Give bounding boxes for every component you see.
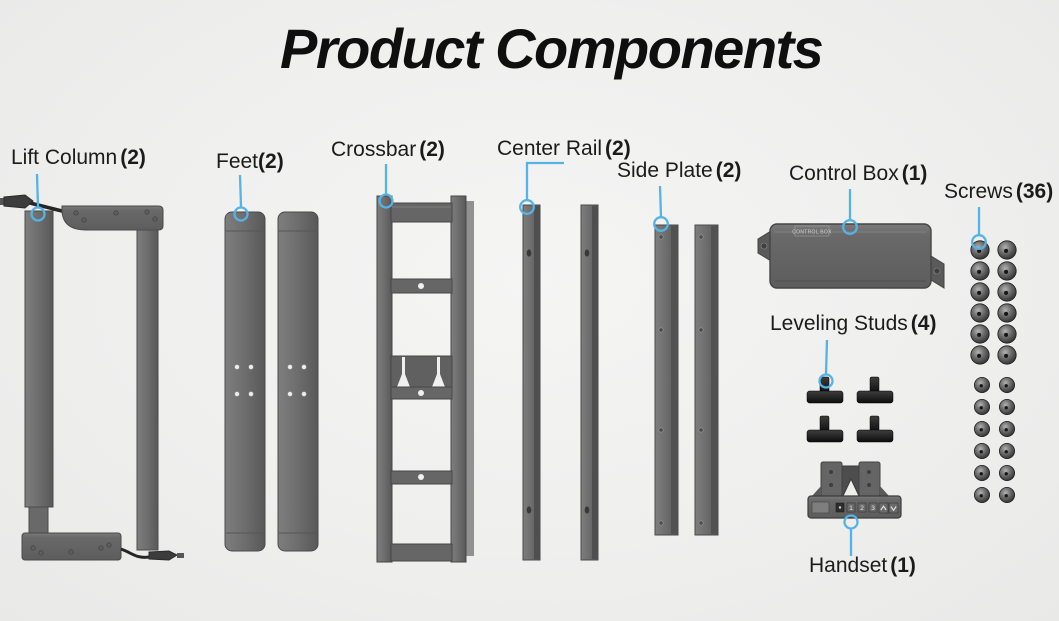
handset-preset-2-button <box>857 502 867 513</box>
part-name: Leveling Studs <box>770 312 908 335</box>
part-name: Center Rail <box>497 137 603 160</box>
leveling-stud <box>806 376 844 404</box>
label-leveling-studs: Leveling Studs(4) <box>770 312 936 335</box>
chevron-up-icon <box>880 505 887 511</box>
leader-control-box <box>842 189 858 235</box>
label-screws: Screws(36) <box>944 180 1053 203</box>
part-name: Crossbar <box>331 138 417 161</box>
lift-column-graphic <box>0 194 184 561</box>
foot <box>224 211 266 552</box>
label-handset: Handset(1) <box>809 554 916 577</box>
part-name: Control Box <box>789 162 899 185</box>
screws-graphic <box>970 240 1017 503</box>
label-crossbar: Crossbar(2) <box>331 138 445 161</box>
power-cable-bottom <box>120 547 150 559</box>
handset-preset-1-button <box>846 502 856 513</box>
handset-up-button <box>878 502 889 514</box>
part-name: Lift Column <box>11 146 118 169</box>
leveling-studs-graphic <box>806 376 894 443</box>
handset-bracket-right-wing <box>858 461 881 497</box>
handset-down-button <box>888 502 899 514</box>
control-box-graphic: CONTROL BOX <box>757 223 945 289</box>
feet-graphic <box>224 211 319 552</box>
leader-lift-column <box>30 173 46 222</box>
part-count: (2) <box>258 150 284 173</box>
label-control-box: Control Box(1) <box>789 162 927 185</box>
center-rail <box>580 204 599 561</box>
leader-leveling-studs <box>818 339 834 389</box>
side-plate <box>654 224 679 536</box>
label-center-rail: Center Rail(2) <box>497 137 631 160</box>
side-plates-graphic <box>654 224 719 536</box>
label-feet: Feet(2) <box>216 150 284 173</box>
leader-side-plate <box>653 185 669 232</box>
part-name: Handset <box>809 554 888 577</box>
page-title: Product Components <box>280 17 824 80</box>
part-count: (1) <box>890 554 916 577</box>
part-count: (2) <box>419 138 445 161</box>
top-mounting-bracket <box>61 205 164 231</box>
handset-preset-1-label: 1 <box>849 505 853 512</box>
bottom-mounting-bracket <box>21 532 122 561</box>
handset-preset-2-label: 2 <box>860 505 864 512</box>
label-lift-column: Lift Column(2) <box>11 146 146 169</box>
leader-feet <box>233 174 249 222</box>
leader-center-rail <box>519 161 564 215</box>
handset-display <box>811 501 830 514</box>
crossbar-graphic <box>376 195 474 563</box>
part-count: (1) <box>901 162 928 185</box>
part-count: (36) <box>1015 180 1054 203</box>
side-plate <box>694 224 719 536</box>
part-name: Screws <box>944 180 1013 203</box>
label-side-plate: Side Plate(2) <box>617 159 741 182</box>
part-count: (4) <box>910 312 937 335</box>
foot <box>277 211 319 552</box>
handset-graphic: 1 2 3 <box>807 461 902 519</box>
control-box-print-label: CONTROL BOX <box>792 230 832 236</box>
leveling-stud <box>856 415 894 443</box>
handset-preset-3-button <box>868 502 878 513</box>
lift-column-right <box>136 229 159 551</box>
leader-screws <box>971 207 987 250</box>
part-count: (2) <box>715 159 742 182</box>
center-rails-graphic <box>522 204 599 561</box>
lift-column-left <box>24 210 54 508</box>
part-name: Side Plate <box>617 159 713 182</box>
leader-lines <box>30 161 987 556</box>
center-rail <box>522 204 541 561</box>
leveling-stud <box>856 376 894 404</box>
handset-preset-3-label: 3 <box>871 505 875 512</box>
leader-crossbar <box>378 164 394 209</box>
leveling-stud <box>806 415 844 443</box>
part-name: Feet <box>216 150 259 173</box>
part-count: (2) <box>120 146 146 169</box>
leader-handset <box>843 514 859 556</box>
part-count: (2) <box>605 137 631 160</box>
handset-bracket-left-wing <box>820 461 843 497</box>
chevron-down-icon <box>890 506 897 512</box>
